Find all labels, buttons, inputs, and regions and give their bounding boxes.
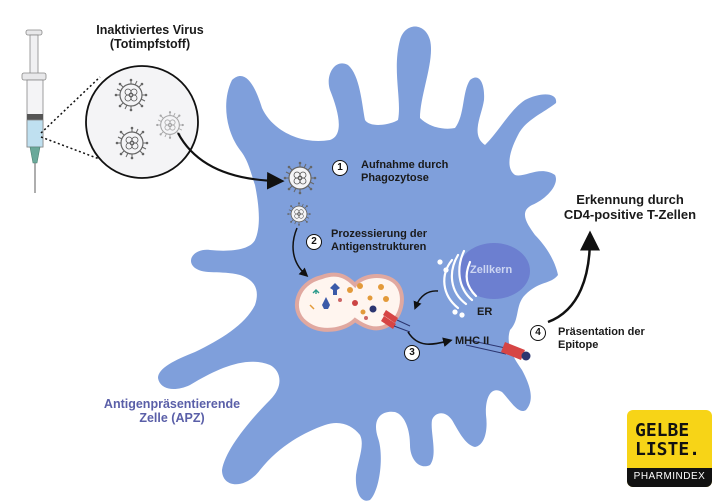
step-2-label: Prozessierung der Antigenstrukturen: [331, 228, 427, 253]
logo-line2: LISTE.: [635, 439, 701, 460]
gelbe-liste-logo: GELBE LISTE. PHARMINDEX: [627, 410, 712, 487]
recognition-arrow: [547, 230, 600, 324]
step-1-label: Aufnahme durch Phagozytose: [361, 159, 448, 184]
processing-arrow: [292, 227, 309, 278]
er-arrow: [413, 290, 439, 310]
nucleus-label: Zellkern: [470, 264, 513, 276]
vaccine-title: Inaktiviertes Virus (Totimpfstoff): [80, 23, 220, 52]
virus-icon: [283, 161, 317, 195]
mhc-molecule-lysosome: [381, 310, 411, 333]
step-3-badge: 3: [404, 345, 420, 361]
vaccine-title-line2: (Totimpfstoff): [109, 37, 191, 52]
step-2-line1: Prozessierung der: [331, 228, 427, 240]
virus-icon: [115, 126, 149, 160]
logo-sub: PHARMINDEX: [633, 471, 706, 482]
mhc-molecule-surface: [465, 339, 531, 361]
step-1-badge: 1: [332, 160, 348, 176]
transport-arrow: [407, 331, 453, 347]
logo-bar: PHARMINDEX: [627, 468, 712, 487]
step-2-line2: Antigenstrukturen: [331, 240, 427, 253]
syringe-icon: [21, 29, 47, 193]
step-1-line2: Phagozytose: [361, 171, 429, 184]
step-4-line1: Präsentation der: [558, 326, 645, 338]
step-4-label: Präsentation der Epitope: [558, 326, 645, 351]
zoom-line-top: [40, 76, 101, 134]
recognition-line2: CD4-positive T-Zellen: [563, 206, 697, 222]
step-4-line2: Epitope: [558, 338, 599, 351]
nucleus: [458, 243, 530, 299]
uptake-arrow: [177, 132, 285, 190]
step-4-badge: 4: [530, 325, 546, 341]
step-2-badge: 2: [306, 234, 322, 250]
apc-cell-body: [158, 26, 558, 501]
vaccine-zoom-circle: [85, 65, 199, 179]
logo-line1: GELBE: [635, 420, 690, 441]
er-label: ER: [477, 306, 493, 318]
endoplasmic-reticulum: [437, 249, 478, 318]
virus-icon: [286, 201, 312, 227]
step-1-line1: Aufnahme durch: [361, 159, 449, 171]
virus-icon: [114, 78, 148, 112]
apc-label: Antigenpräsentierende Zelle (APZ): [92, 397, 252, 426]
recognition-label: Erkennung durch CD4-positive T-Zellen: [545, 192, 715, 223]
apc-label-line1: Antigenpräsentierende: [103, 397, 241, 411]
vaccine-title-line1: Inaktiviertes Virus: [96, 23, 204, 37]
mhc-label: MHC II: [455, 335, 490, 347]
recognition-line1: Erkennung durch: [576, 192, 684, 207]
apc-label-line2: Zelle (APZ): [139, 411, 205, 426]
